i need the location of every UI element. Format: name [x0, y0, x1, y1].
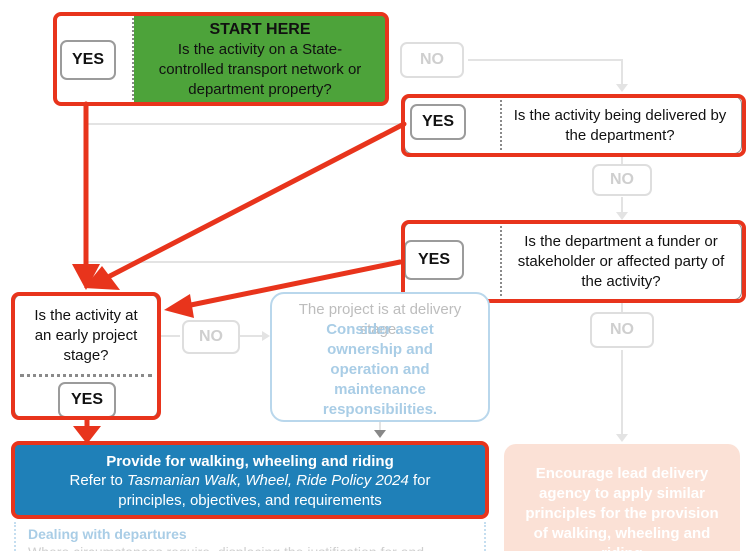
funder-divider	[500, 226, 502, 296]
start-no-button[interactable]: NO	[400, 42, 464, 78]
provide-title: Provide for walking, wheeling and riding	[106, 453, 394, 470]
delivery-stage-emphasis: Consider asset ownership and operation a…	[322, 321, 438, 418]
departures-frame	[14, 522, 486, 551]
funder-yes-button[interactable]: YES	[404, 240, 464, 280]
start-question: Is the activity on a State-controlled tr…	[158, 41, 362, 98]
delivered-yes-button[interactable]: YES	[410, 104, 466, 140]
policy-link[interactable]: Tasmanian Walk, Wheel, Ride Policy 2024	[127, 472, 409, 489]
delivery-stage-node	[270, 292, 490, 422]
departures-text: Where circumstances require, displacing …	[28, 544, 480, 551]
start-heading: START HERE	[209, 21, 311, 38]
provide-refer-suffix: for principles, objectives, and requirem…	[118, 472, 431, 509]
departures-title: Dealing with departures	[28, 526, 187, 542]
start-question-box	[134, 16, 386, 102]
start-divider	[132, 18, 134, 100]
start-yes-button[interactable]: YES	[60, 40, 116, 80]
funder-highlight	[401, 220, 746, 303]
delivered-divider	[500, 100, 502, 150]
early-divider	[20, 374, 152, 377]
delivered-question: Is the activity being delivered by the d…	[513, 107, 727, 144]
delivery-stage-lead: The project is at delivery stage.	[298, 301, 462, 338]
early-question: Is the activity at an early project stag…	[34, 307, 138, 364]
provide-highlight	[11, 441, 489, 519]
delivered-no-button[interactable]: NO	[592, 164, 652, 196]
funder-question: Is the department a funder or stakeholde…	[517, 233, 725, 290]
early-no-button[interactable]: NO	[182, 320, 240, 354]
encourage-text: Encourage lead delivery agency to apply …	[525, 465, 719, 551]
provide-refer-prefix: Refer to	[69, 472, 128, 489]
provide-refer: Refer to Tasmanian Walk, Wheel, Ride Pol…	[44, 471, 456, 511]
funder-no-button[interactable]: NO	[590, 312, 654, 348]
start-highlight	[53, 12, 389, 106]
encourage-box	[504, 444, 740, 551]
provide-box	[14, 444, 486, 516]
